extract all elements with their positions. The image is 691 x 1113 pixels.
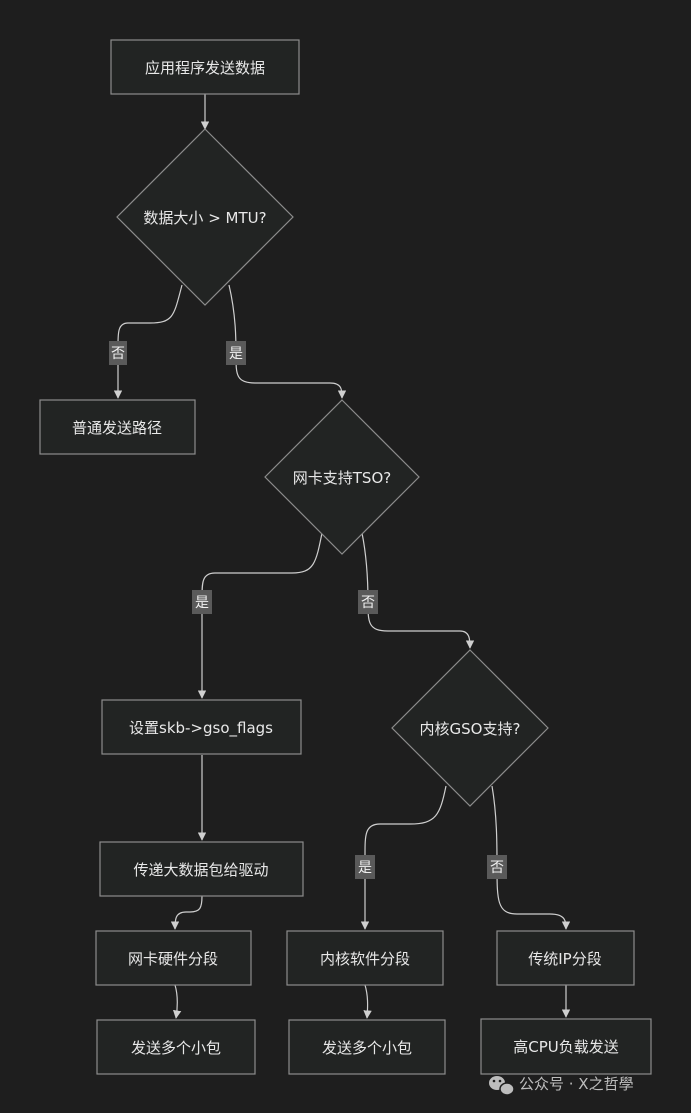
node-label: 传统IP分段	[528, 950, 601, 968]
node-label: 高CPU负载发送	[513, 1038, 619, 1056]
node-label: 发送多个小包	[322, 1039, 412, 1057]
node-label: 内核软件分段	[320, 950, 410, 968]
decision-gso-check: 内核GSO支持?	[391, 649, 549, 807]
edge-label-gso-no: 否	[487, 855, 507, 879]
decision-label: 数据大小 > MTU?	[143, 209, 266, 227]
edge-size-no	[113, 284, 183, 399]
node-label: 设置skb->gso_flags	[129, 719, 273, 738]
watermark-text: 公众号 · X之哲學	[519, 1075, 634, 1093]
edge-label-text: 否	[490, 860, 504, 876]
edge-tso-yes	[197, 532, 323, 699]
decision-label: 网卡支持TSO?	[293, 469, 391, 487]
node-ip-frag: 传统IP分段	[496, 930, 635, 986]
node-app-send: 应用程序发送数据	[110, 39, 300, 95]
node-send-small-1: 发送多个小包	[96, 1019, 256, 1075]
node-label: 网卡硬件分段	[128, 950, 218, 968]
edge-label-text: 是	[229, 346, 243, 362]
edge-label-gso-yes: 是	[355, 855, 375, 879]
edge-label-text: 否	[111, 346, 125, 362]
node-normal-path: 普通发送路径	[39, 399, 196, 455]
edge-gso-no	[491, 785, 571, 930]
watermark: 公众号 · X之哲學	[489, 1075, 634, 1096]
edge-hw-to-send1	[172, 984, 182, 1019]
node-set-gso: 设置skb->gso_flags	[101, 699, 302, 755]
edges	[113, 94, 571, 1019]
decision-label: 内核GSO支持?	[420, 720, 521, 738]
node-send-small-2: 发送多个小包	[288, 1019, 446, 1075]
node-hw-seg: 网卡硬件分段	[95, 930, 252, 986]
node-kernel-seg: 内核软件分段	[286, 930, 444, 986]
edge-label-size-yes: 是	[226, 341, 246, 365]
edge-label-tso-yes: 是	[192, 590, 212, 614]
edge-label-size-no: 否	[109, 341, 127, 365]
edge-size-yes	[228, 284, 347, 399]
node-label: 传递大数据包给驱动	[133, 861, 268, 879]
edge-kernel-to-send2	[363, 984, 372, 1019]
node-label: 发送多个小包	[131, 1039, 221, 1057]
decision-tso-check: 网卡支持TSO?	[264, 399, 420, 555]
wechat-icon	[489, 1076, 515, 1096]
edge-label-text: 否	[361, 595, 375, 611]
edge-tso-no	[361, 532, 475, 649]
decision-size-check: 数据大小 > MTU?	[116, 128, 294, 306]
edge-label-tso-no: 否	[358, 590, 378, 614]
edge-label-text: 是	[195, 595, 209, 611]
node-label: 应用程序发送数据	[145, 59, 265, 77]
node-label: 普通发送路径	[72, 419, 162, 437]
node-pass-driver: 传递大数据包给驱动	[99, 841, 304, 897]
edge-pass-to-hw	[170, 895, 203, 930]
edge-gso-yes	[360, 785, 447, 930]
node-high-cpu: 高CPU负载发送	[480, 1018, 652, 1075]
edge-label-text: 是	[358, 860, 372, 876]
